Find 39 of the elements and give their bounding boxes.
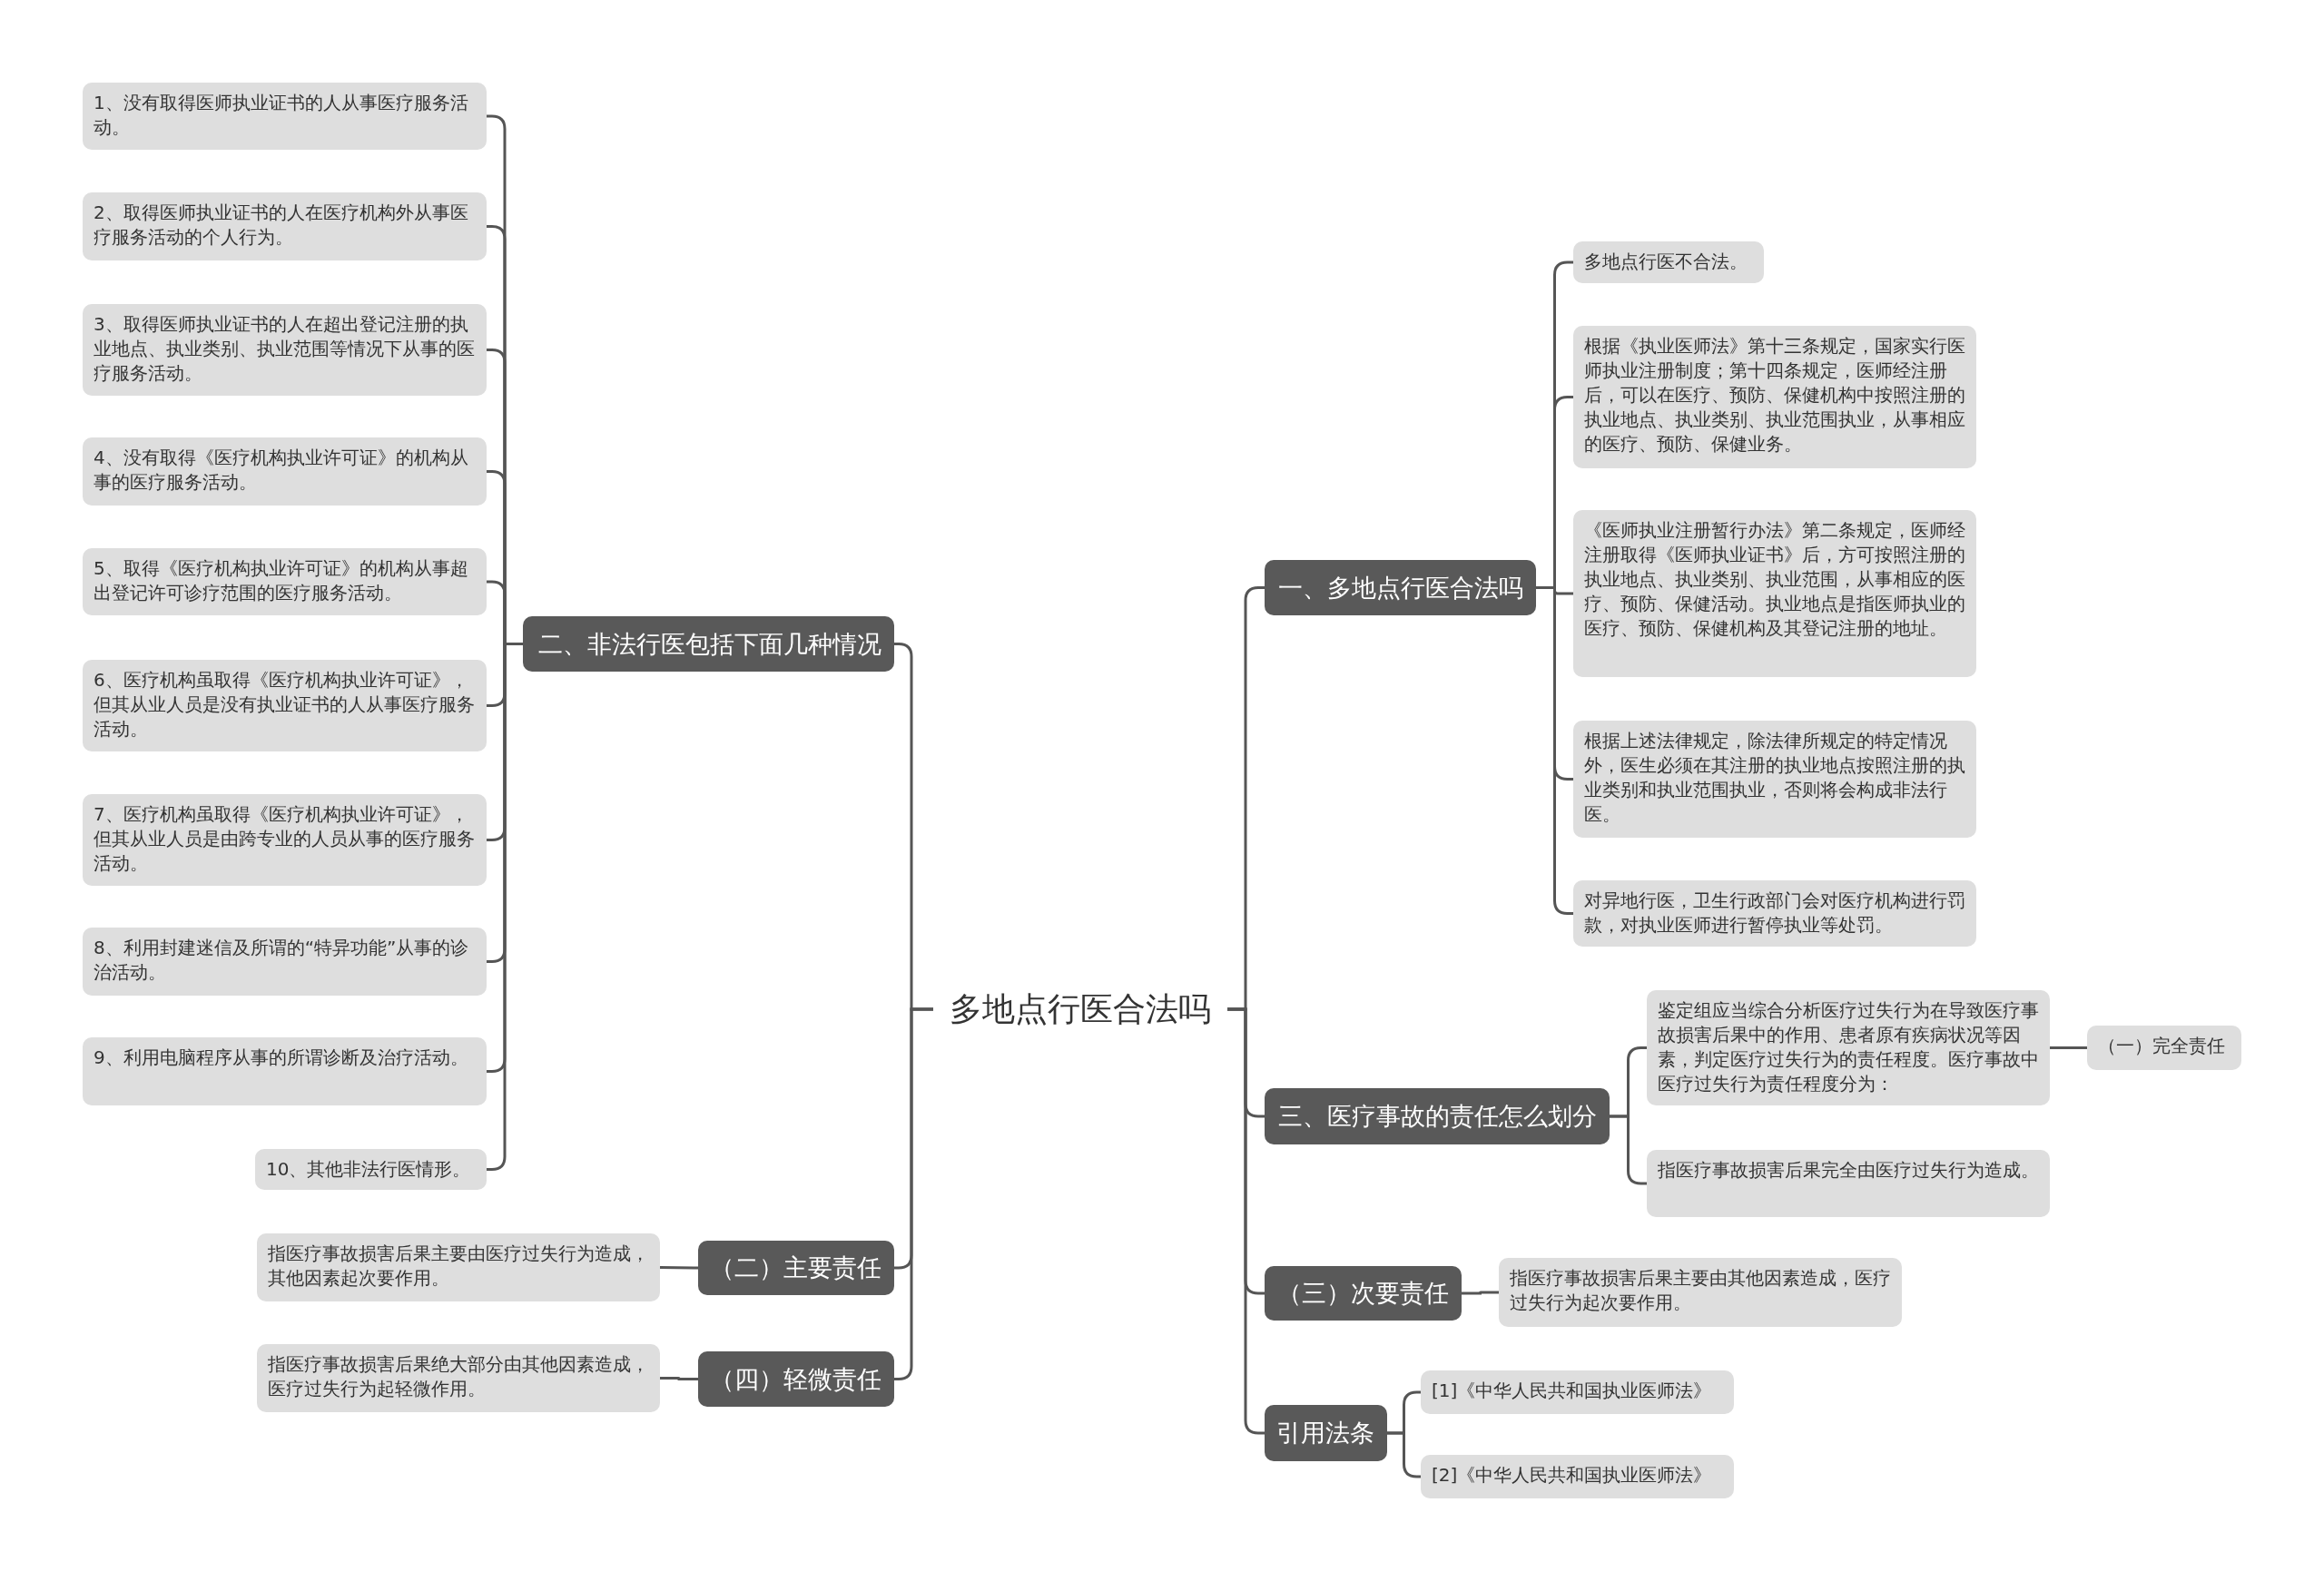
connector-line — [660, 1266, 698, 1270]
text-box: 1、没有取得医师执业证书的人从事医疗服务活动。 — [83, 83, 487, 150]
connector-line — [1387, 1431, 1421, 1478]
text-box: [1]《中华人民共和国执业医师法》 — [1421, 1370, 1734, 1414]
text-box: 《医师执业注册暂行办法》第二条规定，医师经注册取得《医师执业证书》后，方可按照注册的执业地点、执业类别、执业范围，从事相应的医疗、预防、保健活动。执业地点是指医师执业的医疗、预防、保健机构及其登记注册的地址。 — [1573, 510, 1976, 677]
text-box: 6、医疗机构虽取得《医疗机构执业许可证》，但其从业人员是没有执业证书的人从事医疗服务活动。 — [83, 660, 487, 751]
connector-line — [2050, 1046, 2087, 1049]
topic-box: 二、非法行医包括下面几种情况 — [523, 616, 894, 672]
text-box: 10、其他非法行医情形。 — [255, 1149, 487, 1190]
text-box: [2]《中华人民共和国执业医师法》 — [1421, 1455, 1734, 1498]
central-topic: 多地点行医合法吗 — [944, 980, 1216, 1038]
text-box: 2、取得医师执业证书的人在医疗机构外从事医疗服务活动的个人行为。 — [83, 192, 487, 260]
text-box: 4、没有取得《医疗机构执业许可证》的机构从事的医疗服务活动。 — [83, 437, 487, 506]
text-box: 7、医疗机构虽取得《医疗机构执业许可证》，但其从业人员是由跨专业的人员从事的医疗服务活动。 — [83, 794, 487, 886]
connector-line — [1462, 1291, 1499, 1295]
connector-line — [1610, 1115, 1647, 1185]
text-box: 指医疗事故损害后果完全由医疗过失行为造成。 — [1647, 1150, 2050, 1217]
text-box: 5、取得《医疗机构执业许可证》的机构从事超出登记许可诊疗范围的医疗服务活动。 — [83, 548, 487, 615]
text-box: 3、取得医师执业证书的人在超出登记注册的执业地点、执业类别、执业范围等情况下从事的医疗服务活动。 — [83, 304, 487, 396]
topic-box: 引用法条 — [1265, 1405, 1387, 1461]
text-box: 指医疗事故损害后果主要由其他因素造成，医疗过失行为起次要作用。 — [1499, 1258, 1902, 1327]
connector-line — [660, 1377, 698, 1380]
text-box: （一）完全责任 — [2087, 1026, 2241, 1070]
text-box: 对异地行医，卫生行政部门会对医疗机构进行罚款，对执业医师进行暂停执业等处罚。 — [1573, 880, 1976, 947]
text-box: 8、利用封建迷信及所谓的“特异功能”从事的诊治活动。 — [83, 928, 487, 996]
text-box: 根据上述法律规定，除法律所规定的特定情况外，医生必须在其注册的执业地点按照注册的执业类别和执业范围执业，否则将会构成非法行医。 — [1573, 721, 1976, 838]
text-box: 9、利用电脑程序从事的所谓诊断及治疗活动。 — [83, 1037, 487, 1105]
topic-box: 三、医疗事故的责任怎么划分 — [1265, 1088, 1610, 1144]
text-box: 鉴定组应当综合分析医疗过失行为在导致医疗事故损害后果中的作用、患者原有疾病状况等因素，判定医疗过失行为的责任程度。医疗事故中医疗过失行为责任程度分为： — [1647, 990, 2050, 1105]
topic-box: 一、多地点行医合法吗 — [1265, 560, 1536, 615]
topic-box: （二）主要责任 — [698, 1241, 894, 1295]
topic-box: （四）轻微责任 — [698, 1351, 894, 1407]
connector-line — [1536, 586, 1573, 915]
text-box: 指医疗事故损害后果绝大部分由其他因素造成，医疗过失行为起轻微作用。 — [257, 1344, 660, 1412]
text-box: 指医疗事故损害后果主要由医疗过失行为造成，其他因素起次要作用。 — [257, 1233, 660, 1301]
text-box: 根据《执业医师法》第十三条规定，国家实行医师执业注册制度；第十四条规定，医师经注册后，可以在医疗、预防、保健机构中按照注册的执业地点、执业类别、执业范围执业，从事相应的医疗、预防、保健业务。 — [1573, 326, 1976, 468]
connector-line — [1227, 1007, 1265, 1435]
text-box: 多地点行医不合法。 — [1573, 241, 1764, 283]
topic-box: （三）次要责任 — [1265, 1266, 1462, 1321]
